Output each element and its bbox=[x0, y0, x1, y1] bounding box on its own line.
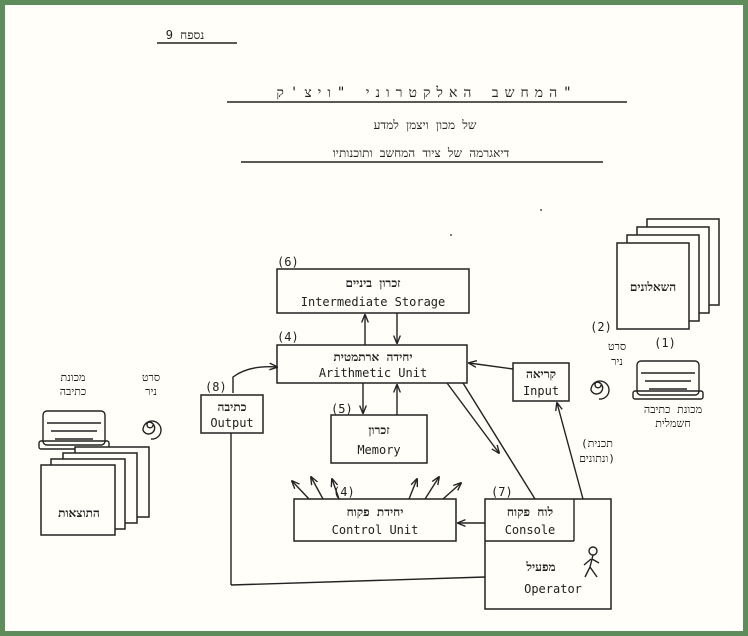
typewriter-number: (1) bbox=[654, 336, 676, 350]
intermediate-storage-english: Intermediate Storage bbox=[301, 295, 446, 309]
output-typewriter-icon bbox=[39, 411, 109, 449]
electric-typewriter-label-2: חשמלית bbox=[655, 417, 691, 430]
input-hebrew: קריאה bbox=[526, 367, 556, 381]
output-english: Output bbox=[210, 416, 253, 430]
operator-hebrew: מפעיל bbox=[525, 560, 555, 574]
program-data-label-2: ונתונים) bbox=[579, 452, 615, 465]
tape-number: (2) bbox=[590, 320, 612, 334]
memory-english: Memory bbox=[357, 443, 400, 457]
console-hebrew: לוח פקוח bbox=[507, 505, 553, 519]
scan-speck bbox=[450, 234, 452, 236]
output-typewriter-label-2: כתיבה bbox=[60, 385, 87, 398]
console-english: Console bbox=[505, 523, 556, 537]
scan-speck bbox=[540, 209, 542, 211]
results-stack bbox=[41, 447, 149, 535]
output-tape-label-2: ניר bbox=[145, 385, 157, 398]
page-title: המחשב האלקטרוני "ויצ'ק" bbox=[276, 85, 577, 101]
control-unit-english: Control Unit bbox=[332, 523, 419, 537]
output-tape-label-1: סרט bbox=[142, 371, 160, 384]
electric-typewriter-label-1: מכונת כתיבה bbox=[644, 403, 702, 416]
intermediate-storage-number: (6) bbox=[277, 255, 299, 269]
input-tape-spiral-icon bbox=[591, 381, 609, 399]
computer-diagram: נספח 9 המחשב האלקטרוני "ויצ'ק" של מכון ו… bbox=[5, 5, 743, 631]
console-number: (7) bbox=[491, 485, 513, 499]
questionnaire-stack bbox=[617, 219, 719, 329]
memory-number: (5) bbox=[331, 402, 353, 416]
output-tape-spiral-icon bbox=[143, 421, 161, 439]
input-english: Input bbox=[523, 384, 559, 398]
results-label: התוצאות bbox=[58, 506, 100, 520]
diagram-title: דיאגרמה של ציוד המחשב ותוכנותיו bbox=[333, 146, 510, 160]
typewriter-icon bbox=[633, 361, 703, 399]
appendix-label: נספח 9 bbox=[166, 28, 205, 42]
output-number: (8) bbox=[205, 380, 227, 394]
memory-hebrew: זכרון bbox=[368, 423, 390, 437]
questionnaires-label: השאלונים bbox=[630, 280, 676, 294]
input-tape-label-2: ניר bbox=[611, 355, 623, 368]
output-typewriter-label-1: מכונת bbox=[61, 371, 86, 384]
arithmetic-unit-number: (4) bbox=[277, 330, 299, 344]
arithmetic-unit-hebrew: יחידה ארתמטית bbox=[333, 350, 412, 364]
control-unit-hebrew: יחידת פקוח bbox=[347, 505, 404, 519]
intermediate-storage-hebrew: זכרון ביניים bbox=[345, 276, 401, 290]
page-subtitle: של מכון ויצמן למדע bbox=[374, 118, 477, 132]
operator-english: Operator bbox=[524, 582, 582, 596]
arithmetic-unit-english: Arithmetic Unit bbox=[319, 366, 427, 380]
input-tape-label-1: סרט bbox=[608, 340, 626, 353]
output-hebrew: כתיבה bbox=[217, 400, 246, 414]
program-data-label-1: (תכנית bbox=[581, 437, 613, 450]
document-page: נספח 9 המחשב האלקטרוני "ויצ'ק" של מכון ו… bbox=[5, 5, 743, 631]
